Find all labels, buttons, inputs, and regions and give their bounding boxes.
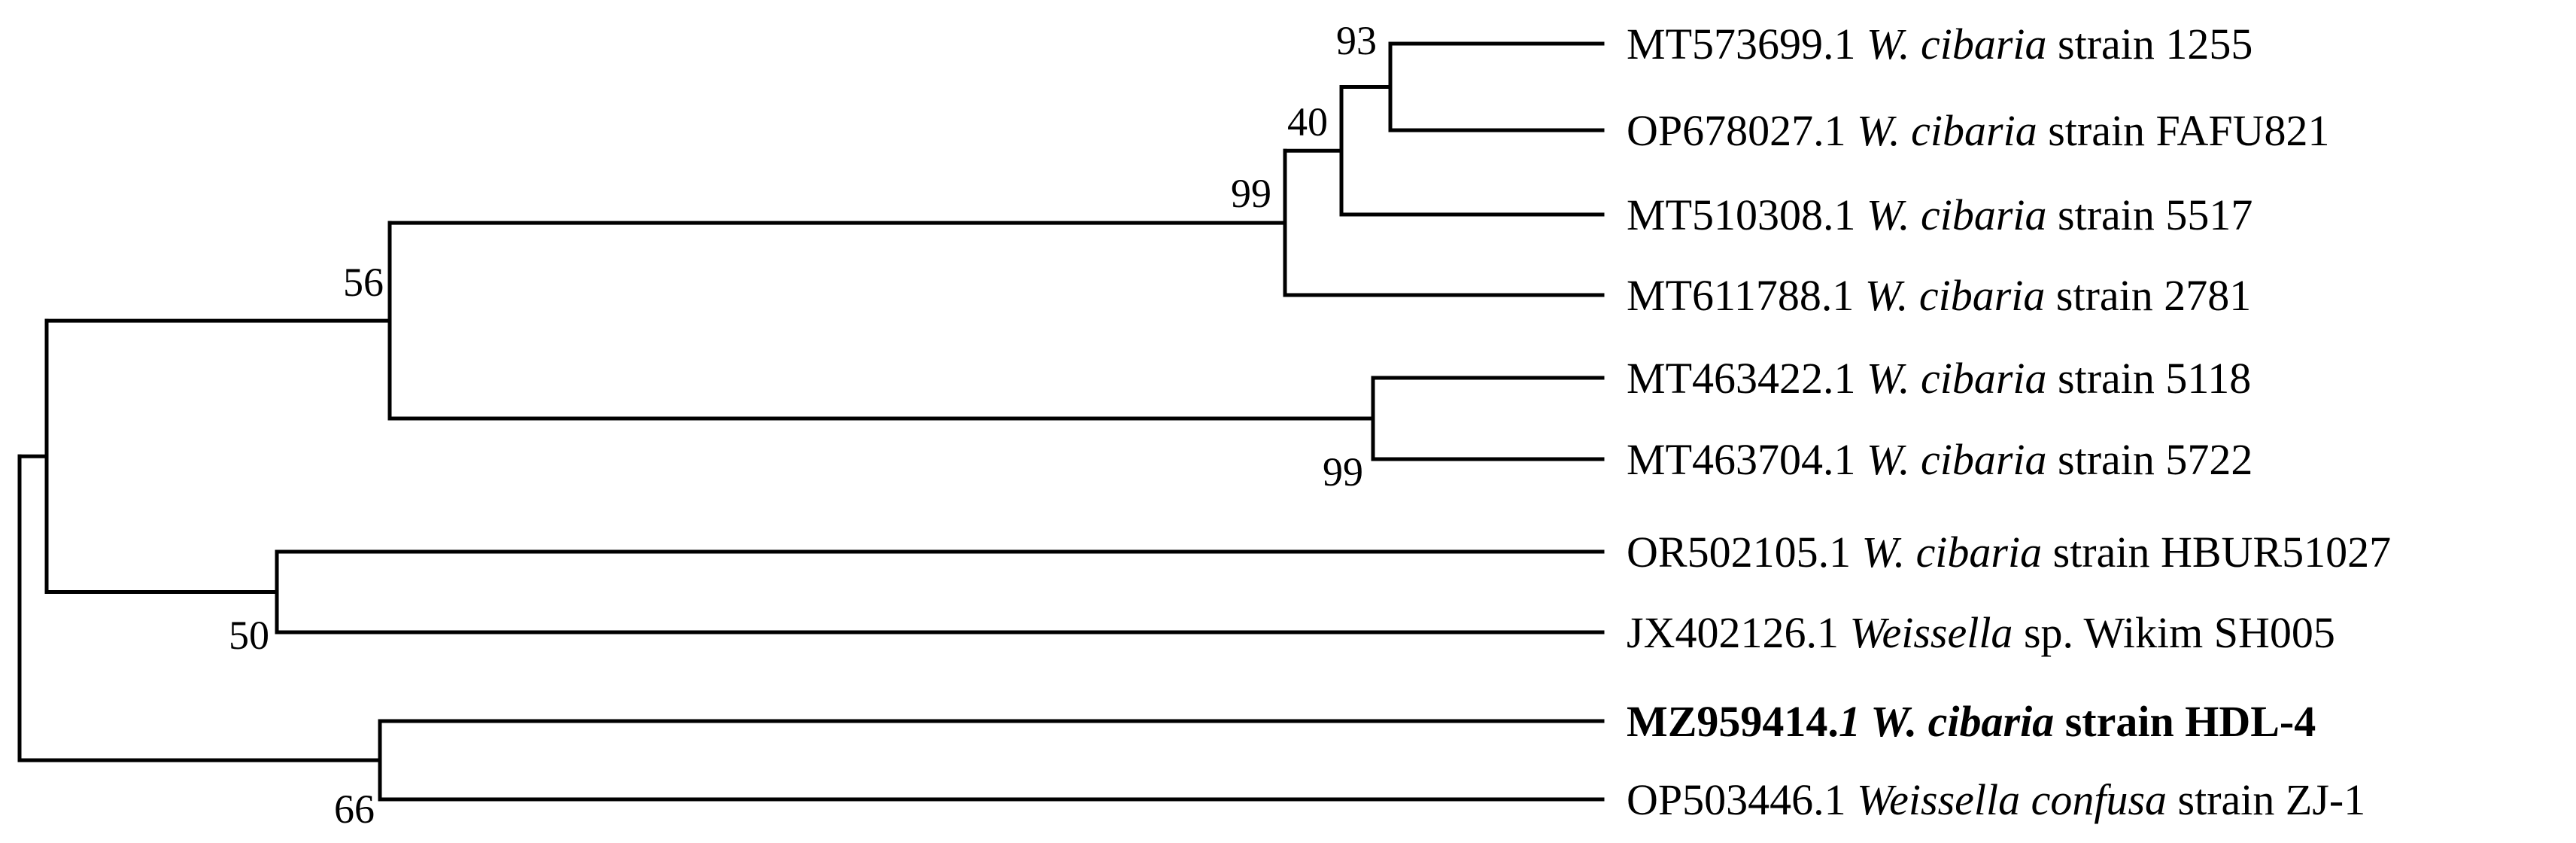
bootstrap-value-n56: 56 bbox=[343, 260, 384, 305]
leaf-strain: strain 1255 bbox=[2047, 20, 2253, 68]
leaf-label-MT510308: MT510308.1 W. cibaria strain 5517 bbox=[1627, 190, 2252, 239]
leaf-label-MT611788: MT611788.1 W. cibaria strain 2781 bbox=[1627, 271, 2251, 320]
leaf-species: W. cibaria bbox=[1856, 354, 2047, 403]
leaf-label-MT573699: MT573699.1 W. cibaria strain 1255 bbox=[1627, 20, 2252, 68]
leaf-species: W. cibaria bbox=[1856, 20, 2047, 68]
leaf-accession: OR502105.1 bbox=[1627, 528, 1851, 577]
leaf-accession: MT611788.1 bbox=[1627, 271, 1854, 320]
leaf-accession: OP503446.1 bbox=[1627, 775, 1846, 824]
leaf-strain: strain ZJ-1 bbox=[2167, 775, 2365, 824]
leaf-strain: strain 5517 bbox=[2047, 190, 2253, 239]
leaf-accession: OP678027.1 bbox=[1627, 106, 1846, 155]
leaf-accession: MT463704.1 bbox=[1627, 435, 1856, 484]
leaf-accession: MZ959414. bbox=[1627, 697, 1839, 746]
leaf-species: W. cibaria bbox=[1861, 697, 2054, 746]
bootstrap-value-n99a: 99 bbox=[1231, 171, 1271, 216]
leaf-species: W. cibaria bbox=[1856, 435, 2047, 484]
tree-branches bbox=[17, 41, 1605, 802]
bootstrap-value-n66: 66 bbox=[334, 787, 375, 832]
leaf-labels: MT573699.1 W. cibaria strain 1255OP67802… bbox=[1627, 20, 2391, 824]
bootstrap-value-n50: 50 bbox=[229, 613, 269, 658]
leaf-label-OP678027: OP678027.1 W. cibaria strain FAFU821 bbox=[1627, 106, 2330, 155]
leaf-label-OP503446: OP503446.1 Weissella confusa strain ZJ-1 bbox=[1627, 775, 2365, 824]
leaf-strain: strain HDL-4 bbox=[2054, 697, 2316, 746]
leaf-label-JX402126: JX402126.1 Weissella sp. Wikim SH005 bbox=[1627, 608, 2335, 657]
leaf-label-OR502105: OR502105.1 W. cibaria strain HBUR51027 bbox=[1627, 528, 2391, 577]
bootstrap-value-n40: 40 bbox=[1287, 99, 1328, 145]
leaf-accession-suffix: 1 bbox=[1839, 697, 1861, 746]
leaf-strain: strain 5118 bbox=[2047, 354, 2252, 403]
bootstrap-value-n99b: 99 bbox=[1323, 449, 1363, 495]
leaf-label-MT463704: MT463704.1 W. cibaria strain 5722 bbox=[1627, 435, 2252, 484]
leaf-species: W. cibaria bbox=[1854, 271, 2045, 320]
leaf-species: W. cibaria bbox=[1851, 528, 2042, 577]
leaf-accession: MT510308.1 bbox=[1627, 190, 1856, 239]
leaf-strain: sp. Wikim SH005 bbox=[2012, 608, 2334, 657]
leaf-strain: strain 2781 bbox=[2045, 271, 2251, 320]
leaf-species: W. cibaria bbox=[1846, 106, 2037, 155]
leaf-label-MT463422: MT463422.1 W. cibaria strain 5118 bbox=[1627, 354, 2251, 403]
leaf-accession: MT573699.1 bbox=[1627, 20, 1856, 68]
leaf-strain: strain HBUR51027 bbox=[2042, 528, 2391, 577]
leaf-strain: strain 5722 bbox=[2047, 435, 2253, 484]
leaf-species: Weissella bbox=[1839, 608, 2012, 657]
leaf-strain: strain FAFU821 bbox=[2037, 106, 2330, 155]
leaf-species: Weissella confusa bbox=[1846, 775, 2167, 824]
leaf-accession: JX402126.1 bbox=[1627, 608, 1839, 657]
leaf-label-MZ959414: MZ959414.1 W. cibaria strain HDL-4 bbox=[1627, 697, 2316, 746]
leaf-accession: MT463422.1 bbox=[1627, 354, 1856, 403]
bootstrap-value-n93: 93 bbox=[1336, 18, 1377, 63]
leaf-species: W. cibaria bbox=[1856, 190, 2047, 239]
